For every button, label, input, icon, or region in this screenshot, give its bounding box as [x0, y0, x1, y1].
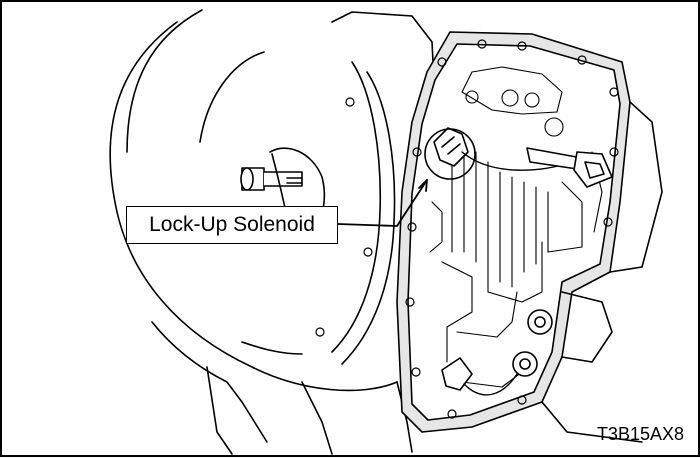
pan-bolts — [315, 39, 619, 419]
bell-housing — [109, 9, 435, 455]
lock-up-solenoid-callout: Lock-Up Solenoid — [126, 206, 338, 244]
lock-up-solenoid — [424, 127, 613, 188]
lower-solenoids — [441, 309, 553, 396]
figure-id: T3B15AX8 — [596, 424, 684, 444]
callout-leader — [337, 179, 428, 227]
